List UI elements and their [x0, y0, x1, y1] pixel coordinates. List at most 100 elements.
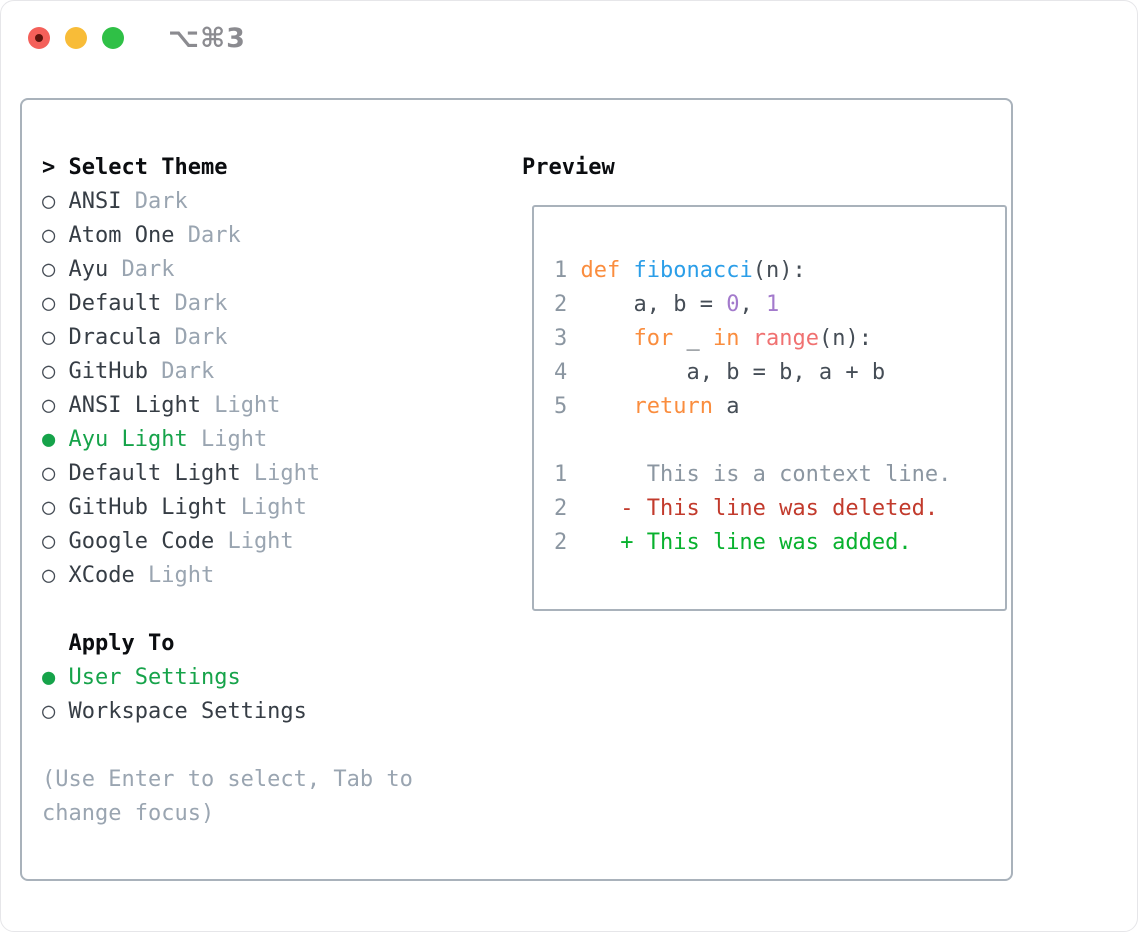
line-number: 5	[554, 394, 568, 419]
diff-line-context: 1 This is a context line.	[554, 458, 1005, 492]
radio-unselected-icon: ○	[42, 699, 56, 724]
theme-variant: Dark	[161, 291, 228, 316]
radio-unselected-icon: ○	[42, 291, 56, 316]
code-token: def	[580, 258, 621, 283]
theme-item-github-light[interactable]: ○ GitHub Light Light	[42, 491, 482, 525]
apply-option-workspace-settings[interactable]: ○ Workspace Settings	[42, 695, 482, 729]
theme-variant: Dark	[174, 223, 241, 248]
theme-name: GitHub Light	[68, 495, 228, 520]
close-button[interactable]	[28, 27, 50, 49]
code-token: a, b =	[567, 292, 727, 317]
theme-name: XCode	[68, 563, 135, 588]
theme-name: Dracula	[68, 325, 162, 350]
radio-unselected-icon: ○	[42, 223, 56, 248]
theme-list: ○ ANSI Dark○ Atom One Dark○ Ayu Dark○ De…	[42, 185, 482, 593]
apply-option-label: Workspace Settings	[68, 699, 307, 724]
code-token	[739, 326, 752, 351]
radio-unselected-icon: ○	[42, 461, 56, 486]
theme-variant: Light	[227, 495, 307, 520]
theme-item-xcode[interactable]: ○ XCode Light	[42, 559, 482, 593]
code-token: fibonacci	[633, 258, 753, 283]
code-token: ,	[739, 292, 766, 317]
theme-name: Default	[68, 291, 162, 316]
radio-unselected-icon: ○	[42, 529, 56, 554]
code-token: 1	[765, 292, 780, 317]
code-token: in	[712, 326, 740, 351]
code-line: 1 def fibonacci(n):	[554, 254, 1005, 288]
theme-item-ayu-light[interactable]: ● Ayu Light Light	[42, 423, 482, 457]
theme-list-section: > Select Theme ○ ANSI Dark○ Atom One Dar…	[42, 151, 482, 831]
select-theme-header: > Select Theme	[42, 151, 482, 185]
code-token	[620, 258, 633, 283]
radio-unselected-icon: ○	[42, 563, 56, 588]
theme-variant: Dark	[161, 325, 228, 350]
theme-name: GitHub	[68, 359, 148, 384]
code-line: 4 a, b = b, a + b	[554, 356, 1005, 390]
apply-to-section: Apply To ● User Settings○ Workspace Sett…	[42, 627, 482, 729]
apply-option-label: User Settings	[68, 665, 241, 690]
theme-variant: Light	[200, 393, 281, 418]
code-token: _	[673, 326, 713, 351]
radio-unselected-icon: ○	[42, 325, 56, 350]
theme-name: ANSI Light	[68, 393, 201, 418]
apply-to-options: ● User Settings○ Workspace Settings	[42, 661, 482, 729]
minimize-button[interactable]	[65, 27, 87, 49]
theme-variant: Light	[214, 529, 294, 554]
unsaved-indicator-icon	[35, 34, 43, 42]
theme-picker-panel: > Select Theme ○ ANSI Dark○ Atom One Dar…	[20, 98, 1013, 881]
line-number: 4	[554, 360, 568, 385]
zoom-button[interactable]	[102, 27, 124, 49]
theme-item-default-light[interactable]: ○ Default Light Light	[42, 457, 482, 491]
line-number: 2	[554, 292, 568, 317]
theme-variant: Light	[240, 461, 321, 486]
radio-unselected-icon: ○	[42, 189, 56, 214]
theme-variant: Light	[134, 563, 215, 588]
theme-item-ansi[interactable]: ○ ANSI Dark	[42, 185, 482, 219]
radio-unselected-icon: ○	[42, 359, 56, 384]
code-token: return	[633, 394, 713, 419]
theme-variant: Light	[187, 427, 268, 452]
line-number: 2	[554, 530, 568, 555]
theme-name: Ayu Light	[68, 427, 188, 452]
theme-name: Atom One	[68, 223, 175, 248]
theme-item-ansi-light[interactable]: ○ ANSI Light Light	[42, 389, 482, 423]
code-token: a	[712, 394, 740, 419]
theme-name: ANSI	[68, 189, 122, 214]
theme-variant: Dark	[108, 257, 175, 282]
apply-option-user-settings[interactable]: ● User Settings	[42, 661, 482, 695]
theme-item-github[interactable]: ○ GitHub Dark	[42, 355, 482, 389]
diff-text: + This line was added.	[567, 530, 912, 555]
code-token: a, b = b, a + b	[567, 360, 886, 385]
code-token	[567, 258, 580, 283]
code-token	[567, 326, 633, 351]
radio-unselected-icon: ○	[42, 393, 56, 418]
line-number: 3	[554, 326, 568, 351]
theme-item-ayu[interactable]: ○ Ayu Dark	[42, 253, 482, 287]
code-token: range	[752, 326, 819, 351]
code-line: 3 for _ in range(n):	[554, 322, 1005, 356]
radio-unselected-icon: ○	[42, 495, 56, 520]
theme-variant: Dark	[121, 189, 188, 214]
code-token: for	[633, 326, 674, 351]
preview-section: Preview 1 def fibonacci(n):2 a, b = 0, 1…	[504, 151, 1007, 611]
theme-item-google-code[interactable]: ○ Google Code Light	[42, 525, 482, 559]
code-token	[567, 394, 633, 419]
radio-selected-icon: ●	[42, 665, 56, 690]
theme-item-dracula[interactable]: ○ Dracula Dark	[42, 321, 482, 355]
code-line: 2 a, b = 0, 1	[554, 288, 1005, 322]
theme-name: Ayu	[68, 257, 109, 282]
window-titlebar: ⌥⌘3	[1, 1, 1137, 71]
theme-item-default[interactable]: ○ Default Dark	[42, 287, 482, 321]
diff-line-deleted: 2 - This line was deleted.	[554, 492, 1005, 526]
theme-item-atom-one[interactable]: ○ Atom One Dark	[42, 219, 482, 253]
hint-text: (Use Enter to select, Tab to change focu…	[42, 767, 413, 826]
window-title-shortcut: ⌥⌘3	[168, 23, 246, 54]
theme-name: Google Code	[68, 529, 215, 554]
line-number: 1	[554, 462, 568, 487]
apply-to-label: Apply To	[68, 631, 175, 656]
diff-text: This is a context line.	[567, 462, 952, 487]
theme-variant: Dark	[147, 359, 215, 384]
